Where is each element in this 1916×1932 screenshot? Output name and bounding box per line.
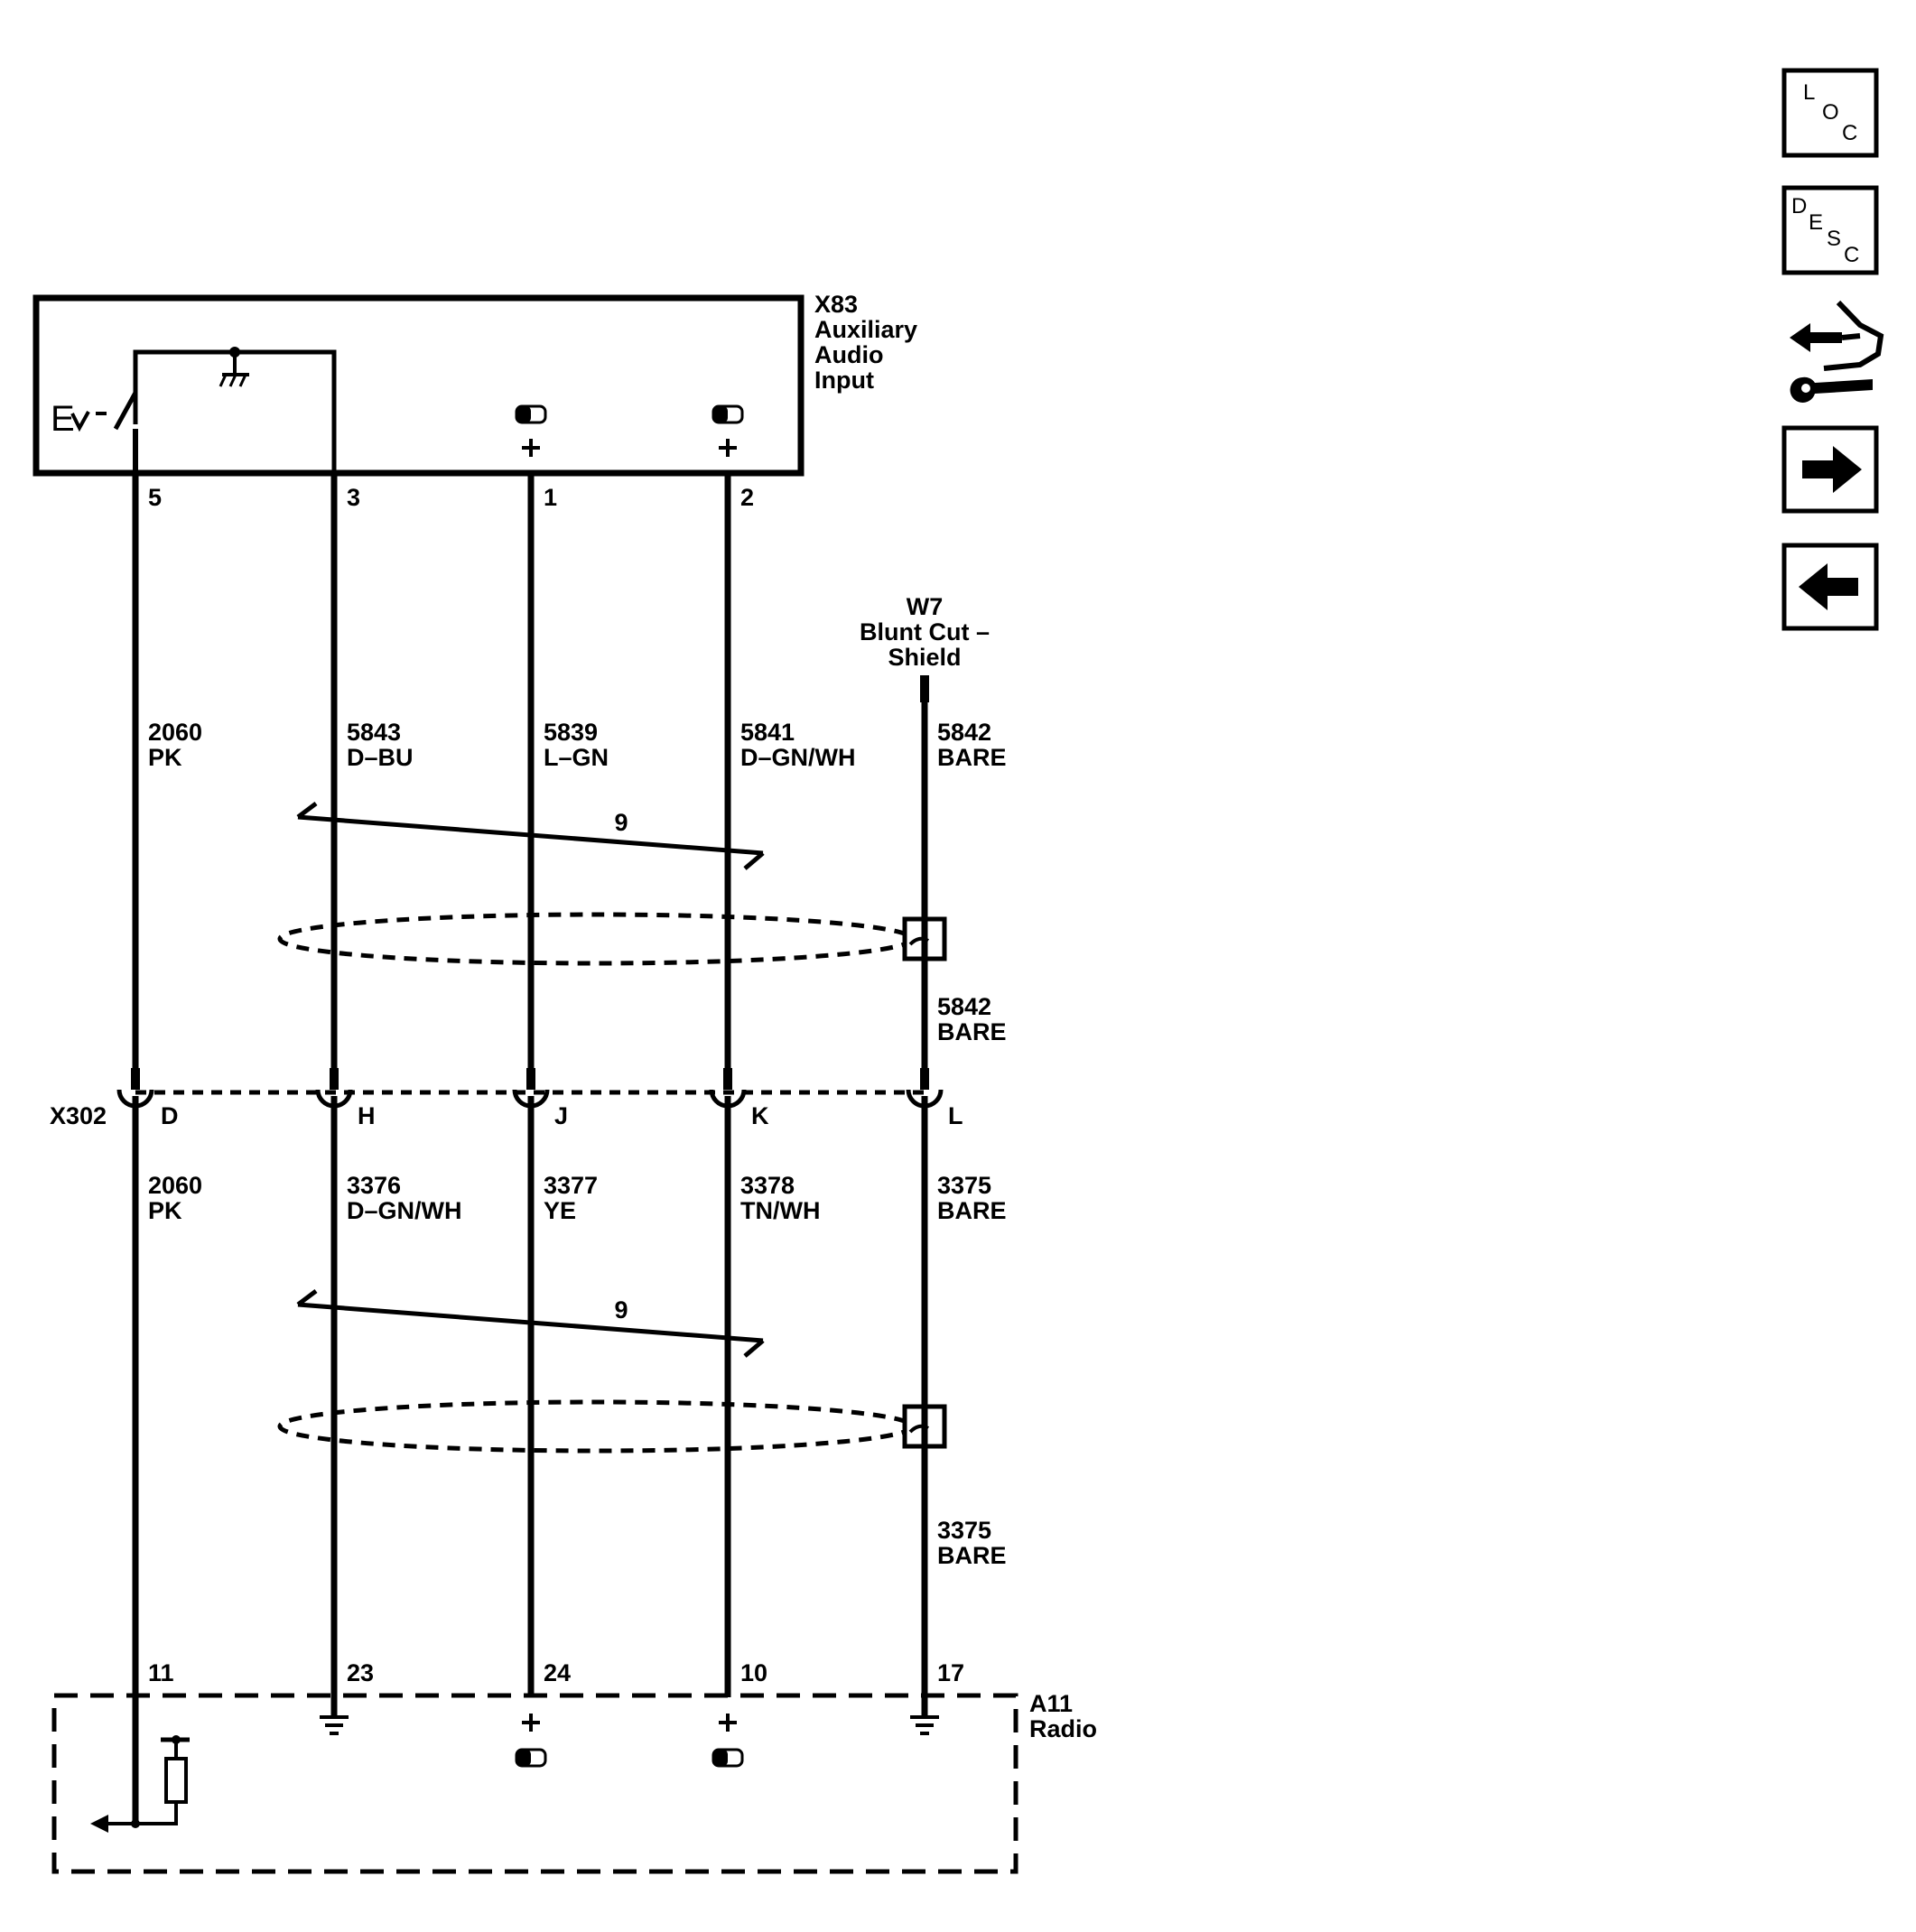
wire-label-circuit: 5839 <box>544 719 598 746</box>
drain-label-color: BARE <box>937 1018 1007 1045</box>
wire-label-circuit: 5842 <box>937 719 991 746</box>
wire-label-circuit: 5841 <box>740 719 795 746</box>
x83-speaker-plus-icon-1 <box>515 404 547 457</box>
desc-letter: D <box>1791 194 1807 218</box>
wire-label-circuit: 3376 <box>347 1172 401 1199</box>
location-button[interactable]: L O C <box>1781 68 1879 158</box>
x83-name-line-1: Auxiliary <box>814 316 917 343</box>
previous-page-button[interactable] <box>1781 543 1879 631</box>
upper-shield <box>277 912 947 966</box>
x83-detect-switch: E <box>51 349 337 473</box>
wire-label-color: D–BU <box>347 744 414 771</box>
w7-blunt-cut-shield: W7 Blunt Cut – Shield <box>860 593 990 702</box>
ground-icon <box>910 1715 939 1735</box>
lower-wire-labels: 2060 PK 3376 D–GN/WH 3377 YE 3378 TN/WH … <box>148 1172 1007 1224</box>
x302-id: X302 <box>50 1102 107 1129</box>
wire-label-circuit: 5843 <box>347 719 401 746</box>
a11-box <box>51 1693 1018 1874</box>
x302-connector: X302 D H J K L <box>50 1068 963 1129</box>
next-page-button[interactable] <box>1781 425 1879 514</box>
wire-label-color: D–GN/WH <box>347 1197 462 1224</box>
wire-label-color: D–GN/WH <box>740 744 856 771</box>
wire-label-circuit: 3377 <box>544 1172 598 1199</box>
wire-label-color: PK <box>148 744 182 771</box>
x302-pin-k: K <box>751 1102 769 1129</box>
a11-pin-24: 24 <box>544 1659 571 1686</box>
x83-name-line-3: Input <box>814 367 874 394</box>
upper-wire-labels: 2060 PK 5843 D–BU 5839 L–GN 5841 D–GN/WH… <box>148 719 1007 771</box>
loc-letter: O <box>1822 100 1839 125</box>
twist-rate-lower: 9 <box>614 1296 628 1324</box>
pull-up-resistor-icon <box>90 1735 190 1833</box>
x302-pin-h: H <box>358 1102 376 1129</box>
loc-letter: C <box>1842 121 1857 145</box>
arrow-left-icon <box>1799 563 1858 610</box>
a11-module: A11 Radio 11 23 24 10 17 <box>51 1659 1097 1874</box>
x83-id: X83 <box>814 291 858 318</box>
wire-label-color: TN/WH <box>740 1197 820 1224</box>
wire-label-color: BARE <box>937 744 1007 771</box>
a11-pin-23: 23 <box>347 1659 374 1686</box>
a11-pin-11: 11 <box>148 1659 174 1686</box>
wire-label-color: YE <box>544 1197 576 1224</box>
wire-label-color: PK <box>148 1197 182 1224</box>
lower-twisted-pair: 9 <box>296 1289 765 1358</box>
connector-repair-icon[interactable] <box>1790 300 1884 403</box>
switch-e-symbol: E <box>51 399 75 439</box>
x83-pin-3: 3 <box>347 484 360 511</box>
lower-shield <box>277 1399 947 1454</box>
wire-label-color: L–GN <box>544 744 609 771</box>
a11-id: A11 <box>1029 1690 1073 1717</box>
x83-speaker-plus-icon-2 <box>712 404 744 457</box>
wire-label-circuit: 2060 <box>148 719 202 746</box>
ground-icon <box>320 1715 349 1735</box>
circuit-wires <box>132 473 928 1824</box>
x302-pin-j: J <box>554 1102 568 1129</box>
radio-speaker-plus-icon-1 <box>515 1714 547 1768</box>
loc-letter: L <box>1803 80 1815 105</box>
wire-label-circuit: 2060 <box>148 1172 202 1199</box>
x302-terminal <box>116 1068 154 1109</box>
x83-pin-5: 5 <box>148 484 162 511</box>
a11-name-line-1: Radio <box>1029 1715 1097 1742</box>
x302-terminal <box>709 1068 747 1109</box>
upper-twisted-pair: 9 <box>296 802 765 870</box>
x83-chassis-ground-icon <box>219 347 249 387</box>
signal-arrow-icon <box>90 1815 108 1833</box>
description-button[interactable]: D E S C <box>1781 185 1879 275</box>
wire-label-color: BARE <box>937 1197 1007 1224</box>
drain-label-color: BARE <box>937 1542 1007 1569</box>
drain-label-circuit: 3375 <box>937 1517 991 1544</box>
x83-pin-2: 2 <box>740 484 754 511</box>
a11-pin-10: 10 <box>740 1659 767 1686</box>
x83-name-line-2: Audio <box>814 341 883 368</box>
x302-pin-d: D <box>161 1102 179 1129</box>
w7-name-line-1: Blunt Cut – <box>860 618 990 646</box>
x302-terminal <box>315 1068 353 1109</box>
w7-name-line-2: Shield <box>888 644 961 671</box>
w7-id: W7 <box>907 593 944 620</box>
x302-terminal <box>512 1068 550 1109</box>
arrow-right-icon <box>1802 446 1862 493</box>
desc-letter: S <box>1827 227 1841 251</box>
wire-label-circuit: 3378 <box>740 1172 795 1199</box>
x83-box <box>33 294 805 477</box>
twist-rate-upper: 9 <box>614 809 628 836</box>
x83-module: X83 Auxiliary Audio Input E <box>33 291 917 511</box>
a11-pin-17: 17 <box>937 1659 964 1686</box>
drain-label-circuit: 5842 <box>937 993 991 1020</box>
x302-terminal <box>906 1068 944 1109</box>
wire-label-circuit: 3375 <box>937 1172 991 1199</box>
x302-pin-l: L <box>948 1102 963 1129</box>
desc-letter: E <box>1809 210 1823 235</box>
radio-speaker-plus-icon-2 <box>712 1714 744 1768</box>
desc-letter: C <box>1844 243 1859 267</box>
x83-pin-1: 1 <box>544 484 557 511</box>
